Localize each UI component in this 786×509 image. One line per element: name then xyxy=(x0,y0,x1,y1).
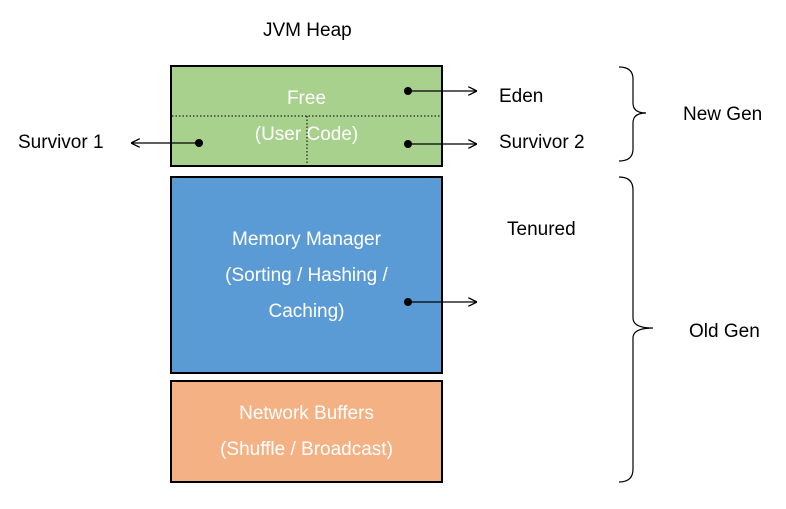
diagram-title: JVM Heap xyxy=(263,20,352,41)
memory-manager-label: Memory Manager xyxy=(232,229,381,250)
old-gen-brace xyxy=(618,176,654,483)
new-gen-brace xyxy=(618,66,647,162)
free-region: Free (User Code) xyxy=(170,65,443,167)
new-gen-label: New Gen xyxy=(683,104,763,125)
free-user-label: (User xyxy=(254,124,307,145)
network-buffers-region: Network Buffers (Shuffle / Broadcast) xyxy=(170,380,443,483)
free-code-label: Code) xyxy=(306,124,359,145)
network-buffers-subtitle: (Shuffle / Broadcast) xyxy=(220,439,393,460)
survivor-1-label: Survivor 1 xyxy=(18,132,104,153)
memory-manager-subtitle: (Sorting / Hashing / xyxy=(225,265,388,286)
tenured-label: Tenured xyxy=(507,219,576,240)
old-gen-label: Old Gen xyxy=(689,321,760,342)
memory-manager-region: Memory Manager (Sorting / Hashing / Cach… xyxy=(170,176,443,374)
free-label: Free xyxy=(286,88,327,109)
free-user-code-label: (User Code) xyxy=(172,117,441,153)
network-buffers-label: Network Buffers xyxy=(239,403,374,424)
eden-label: Eden xyxy=(499,86,544,107)
survivor-2-label: Survivor 2 xyxy=(499,132,585,153)
memory-manager-subtitle-2: Caching) xyxy=(268,301,345,322)
